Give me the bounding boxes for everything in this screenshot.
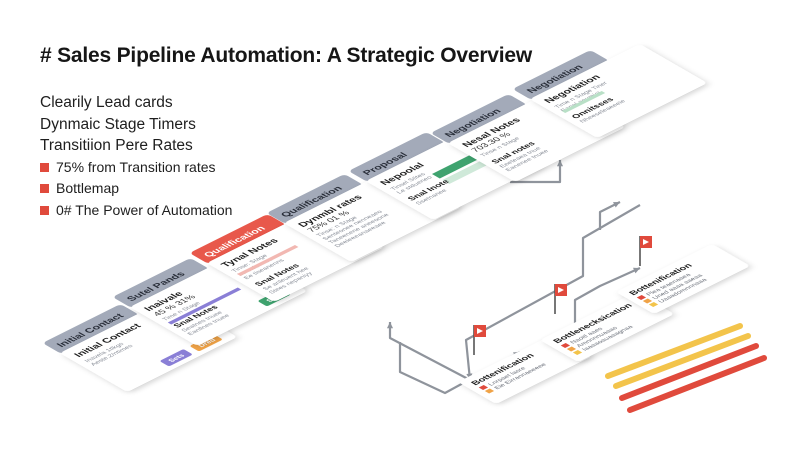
legend-bullet-text: 75% from Transition rates (56, 158, 216, 175)
connector-back-1 (388, 322, 471, 381)
stage-tab[interactable] (189, 214, 286, 264)
stage-tab[interactable] (266, 174, 363, 224)
warning-flag-icon (639, 236, 652, 266)
bottleneck-marker-icon (642, 298, 653, 304)
legend-bullet-3: 0# The Power of Automation (40, 200, 232, 222)
bottleneck-marker-icon (560, 343, 571, 348)
card-action-button-label: Dred (197, 338, 217, 349)
stage-tab[interactable] (112, 258, 209, 308)
timer-bar (561, 91, 606, 113)
stage-card-body (531, 45, 706, 137)
bottleneck-marker-icon (478, 385, 489, 390)
warning-flag-icon (473, 325, 486, 355)
legend-bullet-text: Bottlemap (56, 180, 120, 196)
bottleneck-card-body (460, 335, 590, 403)
connector-top-2 (598, 201, 621, 230)
arrow-head-icon (633, 267, 640, 274)
stage-tab[interactable] (430, 94, 527, 144)
bottleneck-bar-1 (605, 323, 743, 379)
bottleneck-bar-3 (619, 343, 759, 401)
arrow-head-icon (613, 202, 620, 208)
legend-bullet-2: Bottlemap (40, 178, 232, 200)
card-action-button-label: Sets (167, 353, 187, 363)
bottleneck-marker-icon (484, 388, 495, 394)
timer-bar (167, 287, 242, 325)
legend-bullet-1: 75% from Transition rates (40, 157, 232, 179)
timer-bar (236, 245, 299, 276)
red-square-icon (40, 162, 49, 172)
bottleneck-marker-icon (636, 295, 647, 300)
red-square-icon (40, 184, 49, 194)
stage-tab[interactable] (348, 132, 445, 182)
bottleneck-bar-2 (613, 333, 751, 389)
card-action-button[interactable] (159, 349, 193, 367)
legend-feature-1: Clearily Lead cards (40, 94, 173, 111)
stage-tab[interactable] (42, 304, 139, 354)
bottleneck-marker-icon (648, 302, 659, 307)
bottleneck-bar-4 (627, 355, 767, 413)
page-title: # Sales Pipeline Automation: A Strategic… (40, 44, 533, 67)
stage-tab[interactable] (512, 50, 609, 100)
bottleneck-card-body (542, 293, 672, 361)
bottleneck-card-body (618, 245, 748, 313)
card-action-button[interactable] (189, 334, 223, 352)
warning-flag-icon (554, 284, 567, 314)
bottleneck-marker-icon (566, 346, 577, 352)
feature-legend: Clearily Lead cards Dynmaic Stage Timers… (40, 92, 232, 221)
bottleneck-bars (605, 323, 767, 413)
connector-top (510, 160, 562, 184)
legend-feature-2: Dynmaic Stage Timers (40, 115, 196, 133)
connector-main (464, 204, 641, 381)
arrow-head-icon (386, 322, 394, 329)
arrow-head-icon (556, 160, 564, 167)
legend-feature-3: Transitiion Pere Rates (40, 137, 193, 154)
bottleneck-marker-icon (572, 350, 583, 355)
red-square-icon (40, 205, 49, 215)
legend-bullet-text: 0# The Power of Automation (56, 201, 233, 218)
